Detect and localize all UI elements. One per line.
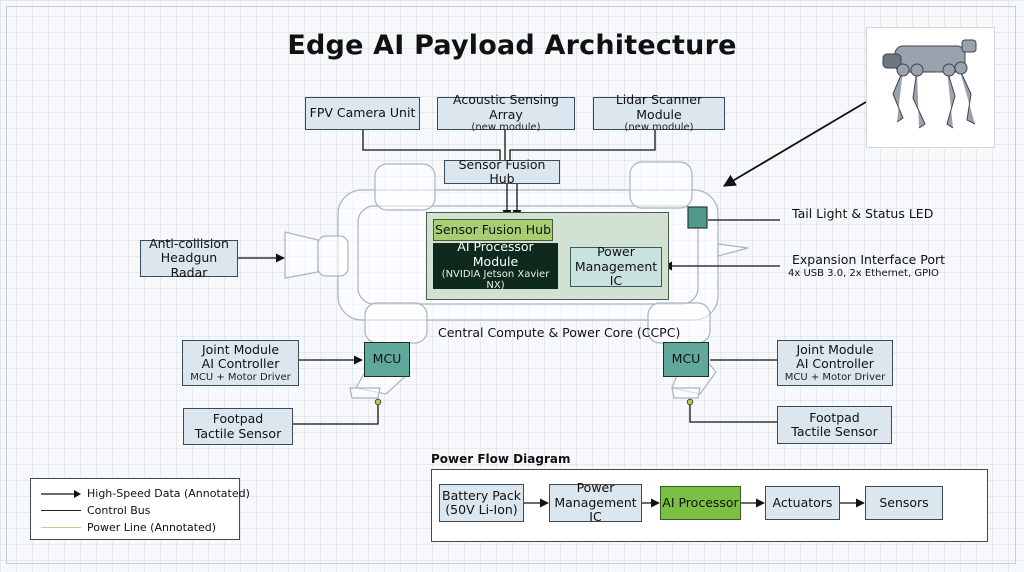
battery-pack-box: Battery Pack (50V Li-Ion) <box>439 484 524 522</box>
acoustic-array-box: Acoustic Sensing Array (new module) <box>437 93 575 133</box>
sensors-label: Sensors <box>879 494 929 510</box>
sensors-box: Sensors <box>865 486 943 520</box>
headgun-radar-box: Anti-collision Headgun Radar <box>140 235 238 280</box>
power-management-ic: Power Management IC <box>570 244 662 289</box>
legend-high-speed: High-Speed Data (Annotated) <box>41 487 250 500</box>
actuators-label: Actuators <box>772 494 833 510</box>
left-footpad-line2: Tactile Sensor <box>194 425 282 441</box>
tail-light-led <box>687 206 708 229</box>
radar-line1: Anti-collision <box>149 235 229 251</box>
lidar-scanner-label: Lidar Scanner Module <box>615 92 703 122</box>
acoustic-array-label: Acoustic Sensing Array <box>453 92 559 122</box>
legend: High-Speed Data (Annotated) Control Bus … <box>30 478 250 540</box>
fpv-camera-label: FPV Camera Unit <box>309 105 416 121</box>
right-joint-line2: AI Controller <box>796 356 874 372</box>
left-joint-line2: AI Controller <box>201 356 280 372</box>
fpv-camera-box: FPV Camera Unit <box>305 97 420 130</box>
right-joint-sub: MCU + Motor Driver <box>784 371 886 383</box>
power-flow-ai-box: AI Processor <box>660 486 741 520</box>
diagram-frame <box>6 6 1016 564</box>
legend-high-speed-label: High-Speed Data (Annotated) <box>87 487 250 500</box>
battery-line2: (50V Li-Ion) <box>445 502 518 517</box>
left-joint-line1: Joint Module <box>201 341 280 357</box>
radar-line2: Headgun Radar <box>160 250 218 280</box>
power-flow-title: Power Flow Diagram <box>431 452 571 466</box>
robot-dog-image <box>866 27 995 148</box>
legend-arrow-icon <box>41 489 81 498</box>
left-joint-sub: MCU + Motor Driver <box>190 371 291 383</box>
core-sensor-fusion-hub-label: Sensor Fusion Hub <box>434 221 552 237</box>
sensor-fusion-hub-top: Sensor Fusion Hub <box>444 156 560 186</box>
left-footpad-line1: Footpad <box>212 411 264 427</box>
ai-processor-module-label: AI Processor Module <box>457 239 534 269</box>
legend-control: Control Bus <box>41 504 151 517</box>
actuators-box: Actuators <box>765 486 840 520</box>
pmic-line1: Power <box>576 480 615 496</box>
ccpc-caption: Central Compute & Power Core (CCPC) <box>438 325 681 340</box>
legend-control-label: Control Bus <box>87 504 151 517</box>
left-mcu: MCU <box>364 342 410 377</box>
power-flow-pmic-box: Power Management IC <box>549 480 642 525</box>
power-flow-ai-label: AI Processor <box>662 494 739 510</box>
expansion-port-sub: 4x USB 3.0, 2x Ethernet, GPIO <box>788 268 939 279</box>
ai-processor-module-sub: (NVIDIA Jetson Xavier NX) <box>441 268 550 292</box>
lidar-scanner-box: Lidar Scanner Module (new module) <box>593 93 725 133</box>
right-mcu-label: MCU <box>671 351 701 367</box>
legend-power-label: Power Line (Annotated) <box>87 521 217 534</box>
battery-line1: Battery Pack <box>442 487 521 503</box>
sensor-data-lines <box>362 130 656 160</box>
right-joint-line1: Joint Module <box>796 341 874 357</box>
page-title: Edge AI Payload Architecture <box>287 30 737 61</box>
right-footpad-line1: Footpad <box>809 409 860 425</box>
power-ic-line1: Power <box>597 244 635 260</box>
legend-power: Power Line (Annotated) <box>41 521 216 534</box>
tail-light-label: Tail Light & Status LED <box>792 206 934 221</box>
expansion-port-label: Expansion Interface Port <box>792 252 946 267</box>
acoustic-array-note: (new module) <box>471 122 541 134</box>
sensor-fusion-hub-top-label: Sensor Fusion Hub <box>458 156 546 186</box>
external-lines <box>238 219 780 425</box>
pmic-line2: Management IC <box>554 494 637 525</box>
left-joint-module-box: Joint Module AI Controller MCU + Motor D… <box>182 340 299 386</box>
right-footpad-line2: Tactile Sensor <box>791 424 878 439</box>
left-mcu-label: MCU <box>372 351 402 367</box>
left-footpad-box: Footpad Tactile Sensor <box>183 408 293 445</box>
ai-processor-module: AI Processor Module (NVIDIA Jetson Xavie… <box>433 239 558 292</box>
right-joint-module-box: Joint Module AI Controller MCU + Motor D… <box>777 340 893 386</box>
lidar-scanner-note: (new module) <box>624 122 694 134</box>
right-mcu: MCU <box>663 342 709 377</box>
right-footpad-box: Footpad Tactile Sensor <box>777 406 892 444</box>
power-ic-line2: Management IC <box>574 258 658 289</box>
core-sensor-fusion-hub: Sensor Fusion Hub <box>433 219 553 241</box>
